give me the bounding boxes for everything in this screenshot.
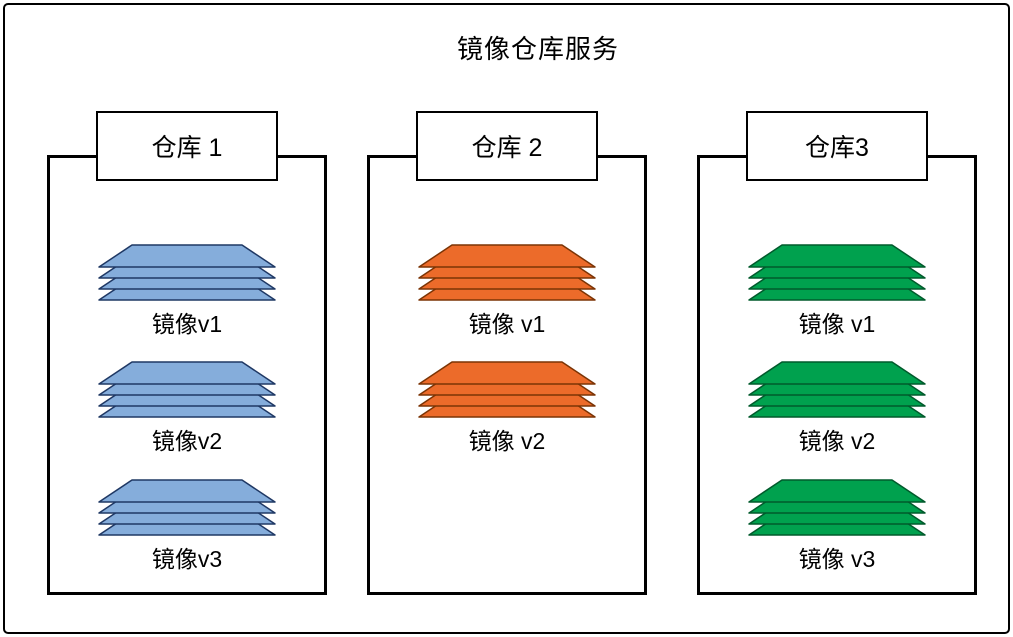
- layer-stack-icon: [98, 479, 276, 536]
- repo-group-1: 仓库 1 镜像v1 镜像v2 镜像v3: [47, 111, 327, 598]
- image-label: 镜像 v1: [468, 311, 546, 337]
- repo-label: 仓库 2: [416, 111, 598, 181]
- image-label: 镜像 v3: [798, 546, 876, 572]
- layer-stack-icon: [748, 361, 926, 418]
- layer-stack-icon: [418, 361, 596, 418]
- layer-stack-icon: [748, 479, 926, 536]
- image-stack-item: 镜像v3: [97, 478, 277, 574]
- image-label: 镜像 v2: [798, 428, 876, 454]
- repo-group-2: 仓库 2 镜像 v1 镜像 v2: [367, 111, 647, 598]
- layer-stack-icon: [98, 244, 276, 301]
- image-stack-item: 镜像 v1: [417, 243, 597, 339]
- image-label: 镜像v2: [151, 428, 223, 454]
- repo-label: 仓库 1: [96, 111, 278, 181]
- image-stack-item: 镜像 v2: [417, 360, 597, 456]
- image-stack-item: 镜像 v1: [747, 243, 927, 339]
- repo-group-3: 仓库3 镜像 v1 镜像 v2 镜像 v3: [697, 111, 977, 598]
- layer-stack-icon: [98, 361, 276, 418]
- image-stack-item: 镜像v2: [97, 360, 277, 456]
- image-label: 镜像v3: [151, 546, 223, 572]
- image-stack-item: 镜像 v2: [747, 360, 927, 456]
- image-label: 镜像v1: [151, 311, 223, 337]
- layer-stack-icon: [418, 244, 596, 301]
- repo-label: 仓库3: [746, 111, 928, 181]
- page-title: 镜像仓库服务: [456, 34, 620, 64]
- image-label: 镜像 v1: [798, 311, 876, 337]
- image-label: 镜像 v2: [468, 428, 546, 454]
- image-stack-item: 镜像 v3: [747, 478, 927, 574]
- image-stack-item: 镜像v1: [97, 243, 277, 339]
- layer-stack-icon: [748, 244, 926, 301]
